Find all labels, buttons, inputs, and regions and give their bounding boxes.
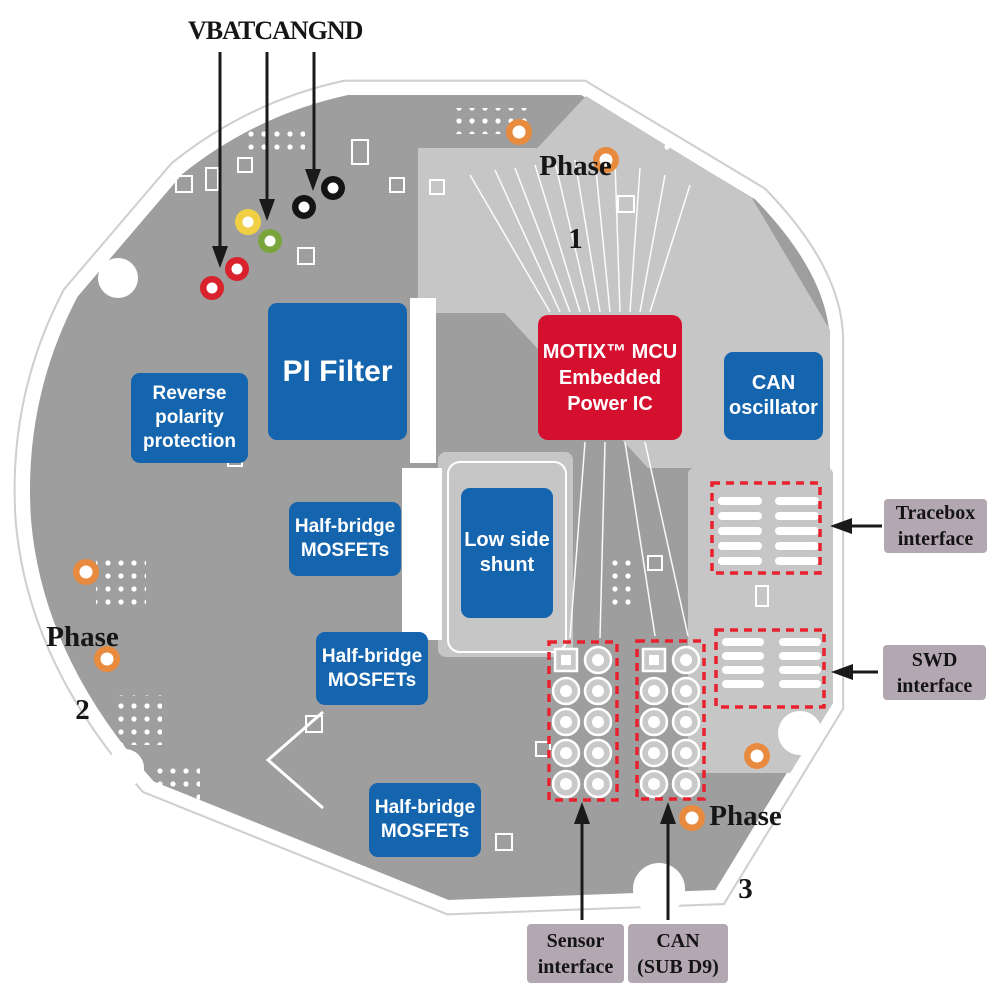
mounting-hole xyxy=(778,711,822,755)
can-connector-outline xyxy=(635,639,706,801)
swd-connector-outline xyxy=(714,628,826,709)
can-label: CAN xyxy=(254,16,308,45)
swd-connector-fingers xyxy=(722,638,821,688)
phase-1-label: Phase 1 xyxy=(539,150,612,255)
swd-interface-tag: SWD interface xyxy=(883,645,986,700)
phase-3-label: Phase 3 xyxy=(709,800,782,905)
tracebox-connector-fingers xyxy=(718,497,819,565)
low-side-shunt-label: Low side shunt xyxy=(461,488,553,618)
can-oscillator-label: CAN oscillator xyxy=(724,352,823,440)
half-bridge-1-label: Half-bridge MOSFETs xyxy=(289,502,401,576)
tracebox-interface-tag: Tracebox interface xyxy=(884,499,987,553)
motix-mcu-label: MOTIX™ MCU Embedded Power IC xyxy=(538,315,682,440)
sensor-interface-tag: Sensor interface xyxy=(527,924,624,983)
can-subd9-tag: CAN (SUB D9) xyxy=(628,924,728,983)
mounting-hole xyxy=(98,258,138,298)
phase-2-label: Phase 2 xyxy=(46,621,119,726)
reverse-polarity-label: Reverse polarity protection xyxy=(131,373,248,463)
tracebox-connector-outline xyxy=(710,481,822,575)
vbat-label: VBAT xyxy=(188,16,255,45)
gnd-label: GND xyxy=(307,16,364,45)
test-point-pads xyxy=(200,176,345,300)
half-bridge-2-label: Half-bridge MOSFETs xyxy=(316,632,428,705)
pi-filter-label: PI Filter xyxy=(268,303,407,440)
mounting-hole xyxy=(106,749,144,787)
edge-notch xyxy=(633,863,685,915)
board-outline xyxy=(13,79,845,916)
sensor-connector-outline xyxy=(547,640,619,802)
phase2-pad-a xyxy=(73,559,99,585)
half-bridge-3-label: Half-bridge MOSFETs xyxy=(369,783,481,857)
